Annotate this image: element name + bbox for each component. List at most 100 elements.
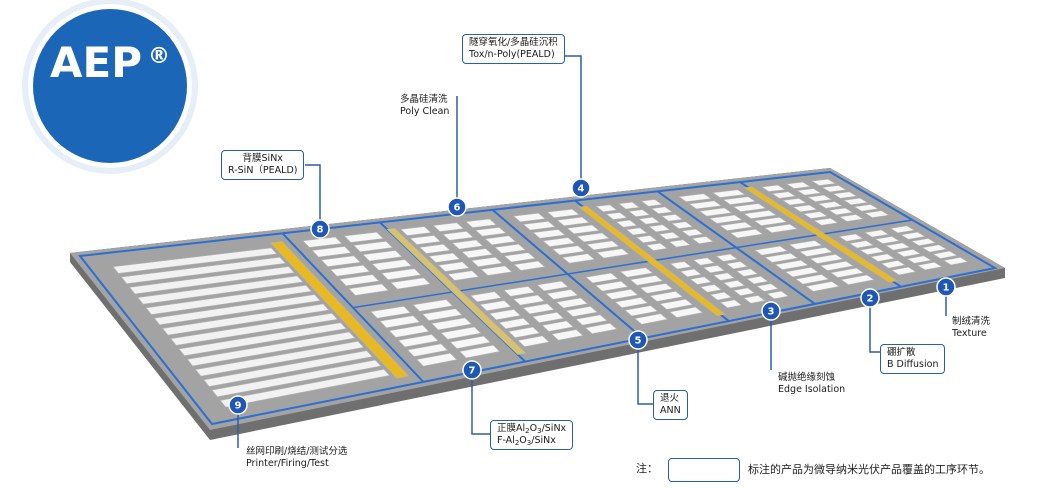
tool-block [890, 266, 917, 276]
tool-block [708, 214, 743, 224]
tool-block [809, 253, 844, 264]
tool-block [863, 229, 890, 238]
tool-block [513, 260, 546, 271]
step-number-6: 6 [454, 203, 461, 214]
tool-block [488, 309, 522, 321]
tool-block [517, 335, 550, 348]
tool-block [885, 242, 911, 251]
note-prefix: 注： [636, 462, 658, 475]
tool-block [561, 253, 596, 264]
tool-block [785, 181, 812, 189]
step-number-5: 5 [635, 336, 642, 347]
tool-block [595, 204, 618, 213]
tool-block [880, 260, 906, 269]
tool-block [498, 317, 531, 330]
step-marker-8 [310, 219, 330, 239]
tool-block [702, 264, 726, 274]
tool-block [629, 275, 664, 286]
printer-line [112, 247, 278, 274]
tool-block [921, 244, 948, 253]
tool-block [743, 295, 766, 304]
tool-block [735, 268, 759, 277]
tool-block [889, 225, 916, 234]
tool-block [480, 265, 513, 276]
step-marker-5 [628, 330, 648, 350]
tool-block [576, 232, 610, 243]
tool-block [474, 227, 507, 237]
accent-strip [743, 186, 898, 283]
tool-block [798, 247, 834, 257]
leader-4 [560, 55, 582, 188]
tool-block [869, 253, 896, 262]
tool-block [371, 259, 413, 271]
tool-block [817, 201, 843, 209]
tool-block [390, 277, 431, 290]
tool-block [542, 237, 576, 247]
tool-block [419, 243, 451, 254]
tool-block [709, 291, 733, 301]
tool-block [733, 287, 756, 297]
tool-block [848, 240, 875, 249]
tool-block [532, 311, 565, 323]
tool-block [634, 313, 669, 325]
step-number-2: 2 [867, 294, 874, 305]
tool-block [805, 281, 840, 292]
tool-block [522, 220, 556, 231]
tool-block [830, 267, 865, 278]
tool-block [732, 203, 767, 212]
tool-block [649, 290, 684, 302]
tool-block [461, 248, 494, 259]
equipment-blocks [112, 178, 969, 408]
step-marker-2 [860, 288, 880, 308]
tool-block [719, 299, 743, 309]
step-number-3: 3 [768, 307, 775, 318]
yellow-strip [270, 241, 410, 379]
tool-block [681, 228, 704, 237]
tool-block [532, 229, 566, 239]
tool-block [348, 283, 389, 296]
tool-block [465, 218, 497, 228]
tool-block [864, 210, 890, 218]
accent-strip [578, 205, 726, 317]
tool-block [339, 274, 380, 287]
note-text: 标注的产品为微导纳米光伏产品覆盖的工序环节。 [748, 463, 990, 476]
tool-block [692, 257, 715, 266]
tool-block [639, 283, 674, 294]
tool-block [615, 219, 638, 228]
printer-line [170, 312, 339, 346]
tool-block [449, 335, 491, 349]
tool-block [614, 297, 649, 309]
tool-block [320, 255, 361, 267]
tool-block [819, 260, 854, 271]
tool-block [668, 239, 691, 248]
tool-block [900, 231, 926, 240]
tool-block [699, 284, 723, 293]
tool-block [470, 256, 503, 267]
tool-block [507, 326, 541, 339]
tool-block [565, 306, 598, 317]
tool-block [840, 274, 875, 285]
tool-block [447, 270, 480, 281]
step-number-1: 1 [943, 283, 950, 294]
printer-line [219, 369, 391, 408]
tool-block [512, 294, 545, 306]
tool-block [828, 207, 854, 216]
tool-block [431, 317, 473, 331]
tool-block [522, 303, 555, 315]
tool-block [795, 274, 830, 285]
tool-block [605, 212, 628, 220]
tool-block [353, 240, 394, 253]
printer-line [129, 266, 295, 295]
tool-block [895, 248, 922, 258]
tool-block [512, 212, 546, 223]
tool-block [698, 207, 733, 217]
tool-block [932, 250, 958, 259]
step-7-label: 正膜Al2O3/SiNx F-Al2O3/SiNx [490, 420, 574, 450]
tool-block [722, 196, 757, 205]
leader-2 [869, 298, 880, 353]
tool-block [362, 250, 403, 262]
printer-line [145, 284, 313, 315]
printer-line [178, 322, 347, 356]
